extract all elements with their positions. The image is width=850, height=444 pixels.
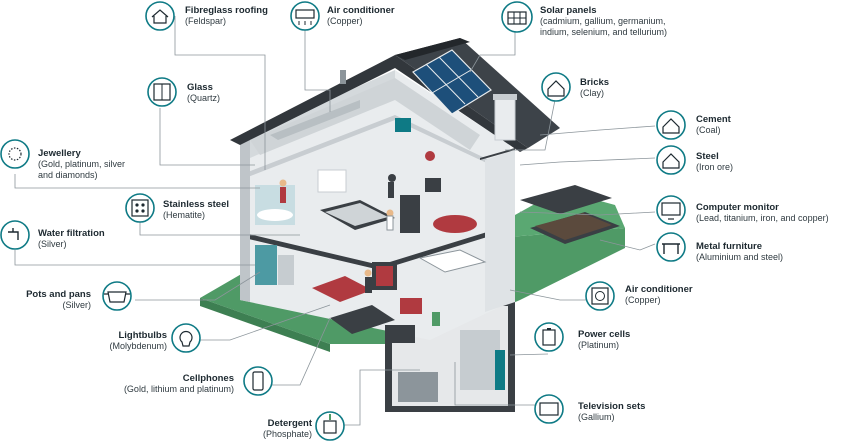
garden-beds xyxy=(520,185,620,244)
label-stainless-steel: Stainless steel(Hematite) xyxy=(163,199,230,220)
brick-house-icon xyxy=(541,72,571,102)
label-glass: Glass(Quartz) xyxy=(187,82,221,103)
label-cellphones: Cellphones(Gold, lithium and platinum) xyxy=(123,373,234,394)
label-pots-and-pans: Pots and pans(Silver) xyxy=(26,289,91,310)
phone-icon xyxy=(243,366,273,396)
chimney xyxy=(493,94,517,141)
label-bricks: Bricks(Clay) xyxy=(580,77,610,98)
pot-icon xyxy=(102,281,132,311)
label-power-cells: Power cells(Platinum) xyxy=(578,329,631,350)
lightbulb-icon xyxy=(171,323,201,353)
label-steel: Steel(Iron ore) xyxy=(696,151,734,172)
battery-icon xyxy=(534,322,564,352)
label-television-sets: Television sets(Gallium) xyxy=(578,401,646,422)
label-lightbulbs: Lightbulbs(Molybdenum) xyxy=(109,330,167,351)
solar-panel-icon xyxy=(501,1,533,33)
connector-lines xyxy=(14,16,656,426)
house-outline-icon xyxy=(656,110,686,140)
label-fibreglass-roofing: Fibreglass roofing(Feldspar) xyxy=(185,5,268,26)
label-air-conditioner-right: Air conditioner(Copper) xyxy=(625,284,693,305)
window-icon xyxy=(147,77,177,107)
air-conditioner-icon xyxy=(290,1,320,31)
label-metal-furniture: Metal furniture(Aluminium and steel) xyxy=(696,241,784,262)
table-icon xyxy=(656,232,686,262)
house-icon xyxy=(145,1,175,31)
label-detergent: Detergent(Phosphate) xyxy=(262,418,312,439)
label-water-filtration: Water filtration(Silver) xyxy=(38,228,105,249)
label-solar-panels: Solar panels(cadmium, gallium, germanium… xyxy=(540,5,668,37)
label-computer-monitor: Computer monitor(Lead, titanium, iron, a… xyxy=(696,202,829,223)
necklace-icon xyxy=(0,139,30,169)
attic xyxy=(250,78,480,155)
detergent-icon xyxy=(315,411,345,441)
tv-icon xyxy=(534,394,564,424)
fan-icon xyxy=(585,281,615,311)
label-air-conditioner-top: Air conditioner(Copper) xyxy=(327,5,395,26)
monitor-icon xyxy=(656,195,686,225)
icon-circles xyxy=(0,1,686,441)
stove-icon xyxy=(125,193,155,223)
label-cement: Cement(Coal) xyxy=(696,114,731,135)
solar-panel xyxy=(412,49,492,115)
house-outline-icon xyxy=(656,145,686,175)
faucet-icon xyxy=(0,220,30,250)
